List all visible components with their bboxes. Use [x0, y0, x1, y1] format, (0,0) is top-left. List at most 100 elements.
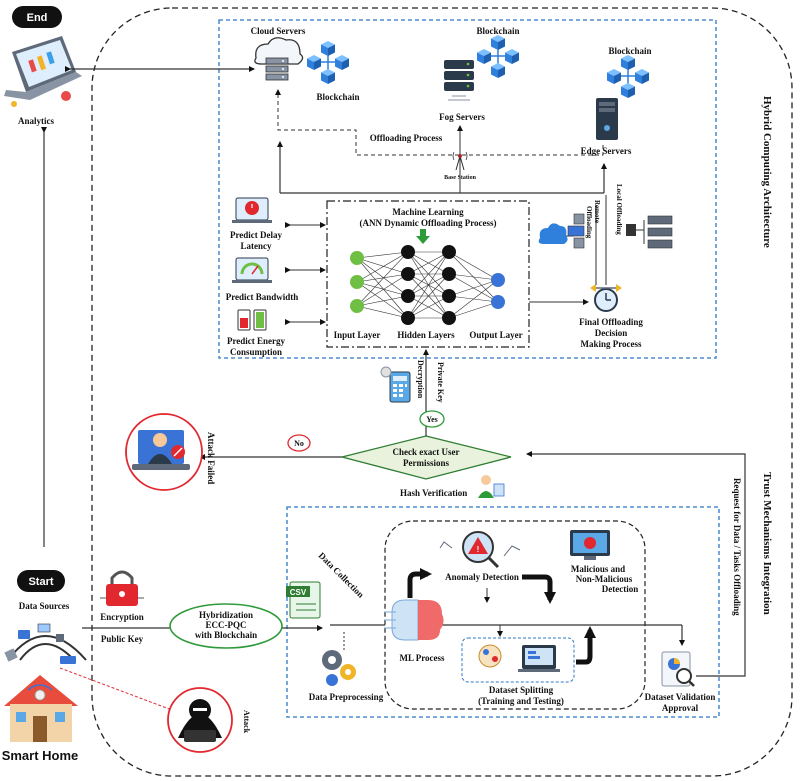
- bandwidth-icon: [232, 257, 272, 283]
- trust-mechanisms-box: [286, 506, 720, 718]
- hacker-icon: [167, 687, 233, 753]
- no-oval: [287, 434, 311, 452]
- check-permissions-line-1: Check exact User: [393, 447, 460, 457]
- ml-title-line-1: Machine Learning: [392, 207, 464, 217]
- encryption-label: Encryption: [100, 612, 144, 622]
- decryption-label: Decryption: [416, 360, 425, 399]
- ann-edge: [356, 251, 409, 259]
- ann-edge: [356, 257, 409, 297]
- end-node: [12, 6, 62, 28]
- hidden-node: [442, 245, 456, 259]
- blockchain-icon: [607, 55, 649, 98]
- remote-offloading-line-1: Remote: [593, 200, 601, 223]
- dataset-split-icon: [478, 644, 560, 672]
- final-decision-line-1: Final Offloading: [579, 317, 643, 327]
- predict-delay-line-2: Latency: [241, 241, 272, 251]
- ann-edge: [407, 251, 450, 297]
- iot-devices-icon: [4, 623, 87, 664]
- hybridization-line-3: with Blockchain: [195, 630, 257, 640]
- hidden-node: [401, 245, 415, 259]
- predict-delay-line-1: Predict Delay: [230, 230, 283, 240]
- hidden-node: [442, 311, 456, 325]
- local-servers-icon: [626, 215, 673, 249]
- public-key-label: Public Key: [101, 634, 144, 644]
- hash-verification-label: Hash Verification: [400, 488, 467, 498]
- ann-edge: [448, 279, 499, 297]
- output-layer-label: Output Layer: [469, 330, 522, 340]
- clock-icon: [590, 284, 622, 312]
- ml-process-label: ML Process: [399, 653, 445, 663]
- smart-home-label: Smart Home: [2, 748, 79, 763]
- predict-energy-line-2: Consumption: [230, 347, 282, 357]
- request-offloading-label: Request for Data / Tasks Offloading: [732, 478, 742, 616]
- ann-edge: [356, 257, 409, 319]
- outer-boundary: [91, 7, 793, 777]
- dataset-splitting-line-1: Dataset Splitting: [489, 685, 554, 695]
- dataset-split-box: [461, 637, 575, 683]
- ann-edge: [356, 251, 409, 283]
- anomaly-detection-label: Anomaly Detection: [445, 572, 519, 582]
- hybridization-line-1: Hybridization: [199, 610, 253, 620]
- data-sources-label: Data Sources: [19, 601, 70, 611]
- ann-edge: [448, 251, 499, 281]
- battery-icon: [237, 309, 267, 331]
- hidden-node: [401, 289, 415, 303]
- malicious-line-3: Detection: [602, 584, 638, 594]
- ml-brain-icon: [384, 599, 444, 641]
- local-offloading-label: Local Offloading: [615, 184, 623, 235]
- input-node: [350, 299, 364, 313]
- final-decision-line-3: Making Process: [580, 339, 642, 349]
- start-node: [17, 570, 65, 592]
- laptop-analytics-icon: [4, 36, 82, 107]
- input-layer-label: Input Layer: [334, 330, 381, 340]
- start-label: Start: [28, 576, 53, 588]
- ml-title-line-2: (ANN Dynamic Offloading Process): [359, 218, 496, 228]
- ann-edge: [356, 281, 409, 297]
- output-node: [491, 295, 505, 309]
- malicious-line-1: Malicious and: [571, 564, 625, 574]
- bug-monitor-icon: [570, 530, 610, 560]
- input-node: [350, 275, 364, 289]
- base-station-icon: [452, 151, 468, 171]
- malicious-line-2: Non-Malicious: [576, 574, 633, 584]
- fog-servers-label: Fog Servers: [439, 112, 485, 122]
- fog-blockchain-label: Blockchain: [476, 26, 519, 36]
- data-collection-label: Data Collection: [317, 550, 366, 599]
- attack-label: Attack: [242, 710, 251, 734]
- ann-edge: [407, 273, 450, 319]
- ann-edge: [448, 273, 499, 281]
- edge-server-icon: [596, 98, 618, 140]
- cloud-blockchain-label: Blockchain: [316, 92, 359, 102]
- input-node: [350, 251, 364, 265]
- lock-icon: [100, 570, 144, 606]
- ml-process-box: [384, 520, 646, 710]
- ann-edge: [356, 273, 409, 307]
- cloud-server-small-icon: [538, 213, 585, 249]
- offloading-process-label: Offloading Process: [370, 133, 443, 143]
- final-decision-line-2: Decision: [595, 328, 628, 338]
- hidden-layers-label: Hidden Layers: [397, 330, 455, 340]
- ann-edge: [356, 251, 409, 307]
- check-permissions-diamond: [341, 435, 512, 480]
- attack-failed-label: Attack Failed: [206, 432, 216, 484]
- remote-offloading-line-2: Offloading: [585, 206, 593, 239]
- smart-home-icon: [4, 675, 78, 742]
- ann-edge: [448, 279, 499, 319]
- ann-connections: [356, 251, 499, 319]
- ann-edge: [407, 251, 450, 275]
- ann-edge: [356, 305, 409, 319]
- yes-label: Yes: [426, 415, 438, 424]
- end-label: End: [27, 12, 48, 24]
- split-to-malicious-arrow: [576, 626, 596, 665]
- csv-label: CSV: [290, 588, 307, 597]
- yes-oval: [419, 410, 445, 428]
- ann-edge: [356, 281, 409, 319]
- hidden-node: [442, 289, 456, 303]
- validation-icon: [661, 651, 695, 687]
- hidden-node: [401, 311, 415, 325]
- blockchain-icon: [477, 35, 519, 78]
- csv-icon: [286, 581, 321, 619]
- svg-text:!: !: [477, 545, 480, 554]
- hybridization-line-2: ECC-PQC: [206, 620, 247, 630]
